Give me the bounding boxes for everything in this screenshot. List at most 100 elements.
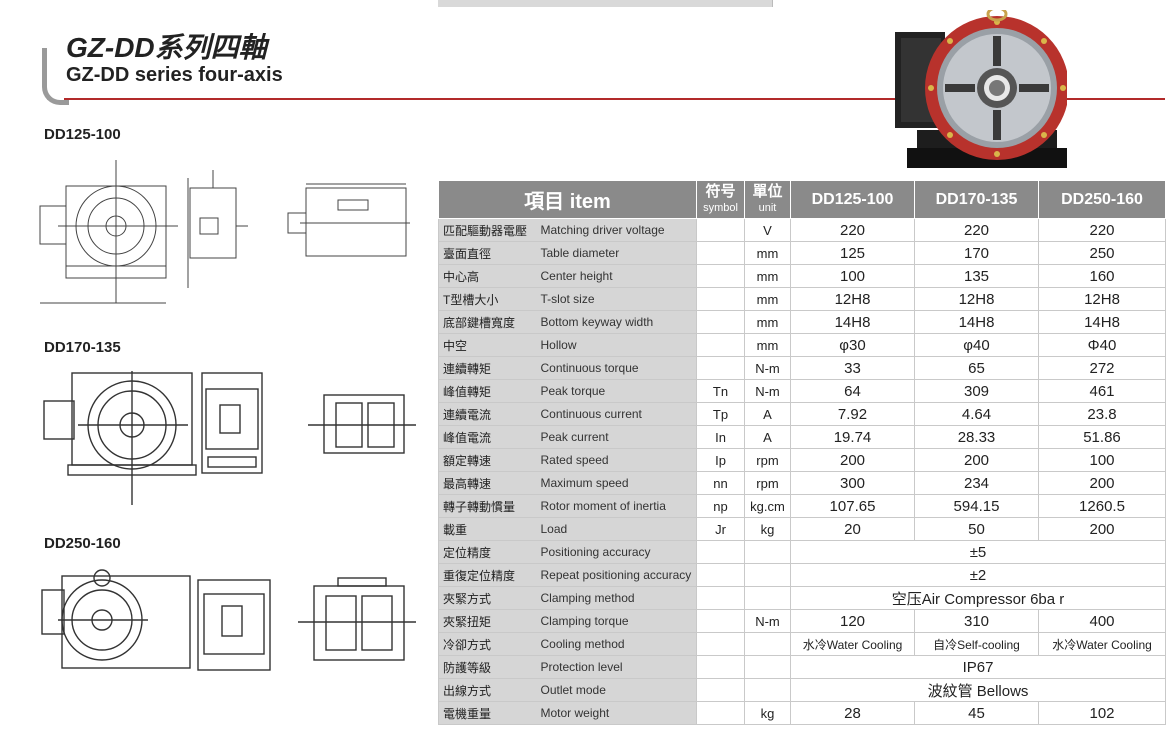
row-value-dd170: 200 (914, 448, 1039, 472)
row-symbol (696, 218, 745, 242)
row-value-dd250: 250 (1038, 241, 1166, 265)
row-symbol: Tn (696, 379, 745, 403)
technical-drawing-dd250 (41, 569, 416, 671)
header-item: 項目 item (438, 180, 697, 219)
row-label-zh: 連續轉矩 (438, 356, 537, 380)
row-value-dd125: 107.65 (790, 494, 915, 518)
header-divider-line (64, 98, 1165, 100)
row-label-zh: 臺面直徑 (438, 241, 537, 265)
row-symbol (696, 563, 745, 587)
row-value-dd170: 12H8 (914, 287, 1039, 311)
header-bracket-decoration (42, 48, 69, 105)
row-label-zh: 夾緊扭矩 (438, 609, 537, 633)
row-value-dd170: 4.64 (914, 402, 1039, 426)
row-value-dd250: 水冷Water Cooling (1038, 632, 1166, 656)
row-label-zh: 連續電流 (438, 402, 537, 426)
top-table-strip (438, 0, 1165, 7)
row-unit: mm (744, 287, 791, 311)
row-label-en: Maximum speed (536, 471, 697, 495)
row-value-dd250: 272 (1038, 356, 1166, 380)
row-value-dd250: 51.86 (1038, 425, 1166, 449)
row-value-dd125: φ30 (790, 333, 915, 357)
row-value-dd250: Φ40 (1038, 333, 1166, 357)
page-title-en: GZ-DD series four-axis (66, 64, 283, 86)
row-value-dd250: 14H8 (1038, 310, 1166, 334)
row-symbol: Tp (696, 402, 745, 426)
row-label-zh: 電機重量 (438, 701, 537, 725)
row-value-merged: ±5 (790, 540, 1166, 564)
row-unit: A (744, 402, 791, 426)
row-label-en: Load (536, 517, 697, 541)
row-symbol: Jr (696, 517, 745, 541)
header-model-dd170: DD170-135 (914, 180, 1039, 219)
row-value-dd170: 50 (914, 517, 1039, 541)
row-value-dd125: 64 (790, 379, 915, 403)
row-value-dd170: 220 (914, 218, 1039, 242)
row-value-dd125: 12H8 (790, 287, 915, 311)
row-value-dd125: 7.92 (790, 402, 915, 426)
row-label-zh: 載重 (438, 517, 537, 541)
row-label-zh: 匹配驅動器電壓 (438, 218, 537, 242)
row-label-en: Table diameter (536, 241, 697, 265)
row-label-zh: T型槽大小 (438, 287, 537, 311)
top-strip-label-cell (438, 0, 772, 7)
row-value-dd125: 20 (790, 517, 915, 541)
row-unit (744, 655, 791, 679)
row-value-merged: 空压Air Compressor 6ba r (790, 586, 1166, 610)
row-value-dd170: 170 (914, 241, 1039, 265)
row-unit: V (744, 218, 791, 242)
row-symbol (696, 333, 745, 357)
row-value-dd125: 220 (790, 218, 915, 242)
page-title-zh: GZ-DD系列四軸 (66, 32, 267, 63)
header-model-dd250: DD250-160 (1038, 180, 1166, 219)
drawing-label-dd125: DD125-100 (44, 126, 121, 143)
row-label-en: Cooling method (536, 632, 697, 656)
row-label-zh: 峰值電流 (438, 425, 537, 449)
row-label-zh: 重復定位精度 (438, 563, 537, 587)
row-symbol (696, 655, 745, 679)
row-symbol (696, 701, 745, 725)
row-value-dd250: 1260.5 (1038, 494, 1166, 518)
row-label-en: Clamping torque (536, 609, 697, 633)
row-value-dd170: 自冷Self-cooling (914, 632, 1039, 656)
row-value-dd170: 309 (914, 379, 1039, 403)
row-value-merged: ±2 (790, 563, 1166, 587)
row-value-dd170: 65 (914, 356, 1039, 380)
row-label-zh: 定位精度 (438, 540, 537, 564)
row-value-dd125: 300 (790, 471, 915, 495)
row-label-zh: 額定轉速 (438, 448, 537, 472)
row-value-dd250: 400 (1038, 609, 1166, 633)
row-value-dd170: 135 (914, 264, 1039, 288)
row-symbol (696, 264, 745, 288)
row-label-zh: 峰值轉矩 (438, 379, 537, 403)
row-value-dd250: 12H8 (1038, 287, 1166, 311)
row-unit: kg.cm (744, 494, 791, 518)
row-unit: N-m (744, 356, 791, 380)
row-symbol (696, 540, 745, 564)
row-label-zh: 出線方式 (438, 678, 537, 702)
drawing-label-dd170: DD170-135 (44, 339, 121, 356)
row-unit (744, 540, 791, 564)
row-label-en: Repeat positioning accuracy (536, 563, 697, 587)
drawing-label-dd250: DD250-160 (44, 535, 121, 552)
row-value-dd125: 14H8 (790, 310, 915, 334)
row-symbol (696, 586, 745, 610)
row-value-dd170: 234 (914, 471, 1039, 495)
row-unit: rpm (744, 448, 791, 472)
row-unit: mm (744, 264, 791, 288)
row-label-en: Continuous current (536, 402, 697, 426)
row-value-dd125: 200 (790, 448, 915, 472)
row-label-en: Hollow (536, 333, 697, 357)
row-value-dd125: 125 (790, 241, 915, 265)
